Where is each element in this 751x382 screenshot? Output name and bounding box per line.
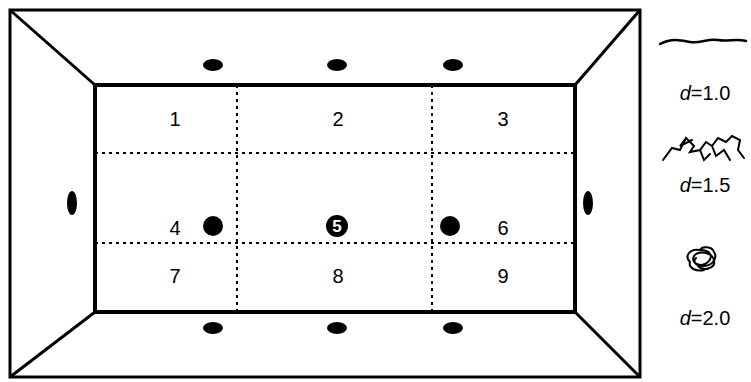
variable-value: =2.0 [691,307,730,329]
zone-number: 3 [497,109,508,129]
dimension-label: d=1.0 [680,83,731,103]
wall-speaker [203,59,223,71]
variable-value: =1.0 [691,82,730,104]
zone-number: 8 [332,266,343,286]
variable-symbol: d [680,82,691,104]
zone-number: 9 [497,266,508,286]
dimension-label: d=1.5 [680,175,731,195]
wall-speaker [67,191,77,215]
wall-speaker [203,322,223,334]
floor-speaker [440,216,460,236]
floor-outline [95,85,575,312]
wall-speaker [443,59,463,71]
grid-line [236,85,238,312]
variable-symbol: d [680,307,691,329]
wall-speaker [443,322,463,334]
speakers [67,59,593,334]
fractal-icons [660,40,746,271]
grid-line [95,242,575,244]
zone-number: 6 [497,218,508,238]
smooth-curve-icon [660,40,746,44]
zone-number: 7 [169,266,180,286]
grid-line [95,152,575,154]
crumpled-curve-icon [688,247,716,270]
grid-lines [95,85,575,312]
corner-line [575,312,640,377]
wall-speaker [327,322,347,334]
grid-line [431,85,433,312]
rough-curve-icon [663,136,744,160]
floor-speaker [203,216,223,236]
zone-number: 4 [169,218,180,238]
wall-speaker [327,59,347,71]
corner-line [575,10,640,85]
room-outline [10,10,640,377]
corner-line [10,312,95,377]
variable-symbol: d [680,174,691,196]
zone-number: 5 [332,218,341,235]
outer-wall [10,10,640,377]
variable-value: =1.5 [691,174,730,196]
corner-line [10,10,95,85]
wall-speaker [583,191,593,215]
dimension-label: d=2.0 [680,308,731,328]
zone-number: 2 [332,109,343,129]
zone-number: 1 [169,109,180,129]
floor-speaker [326,215,348,237]
